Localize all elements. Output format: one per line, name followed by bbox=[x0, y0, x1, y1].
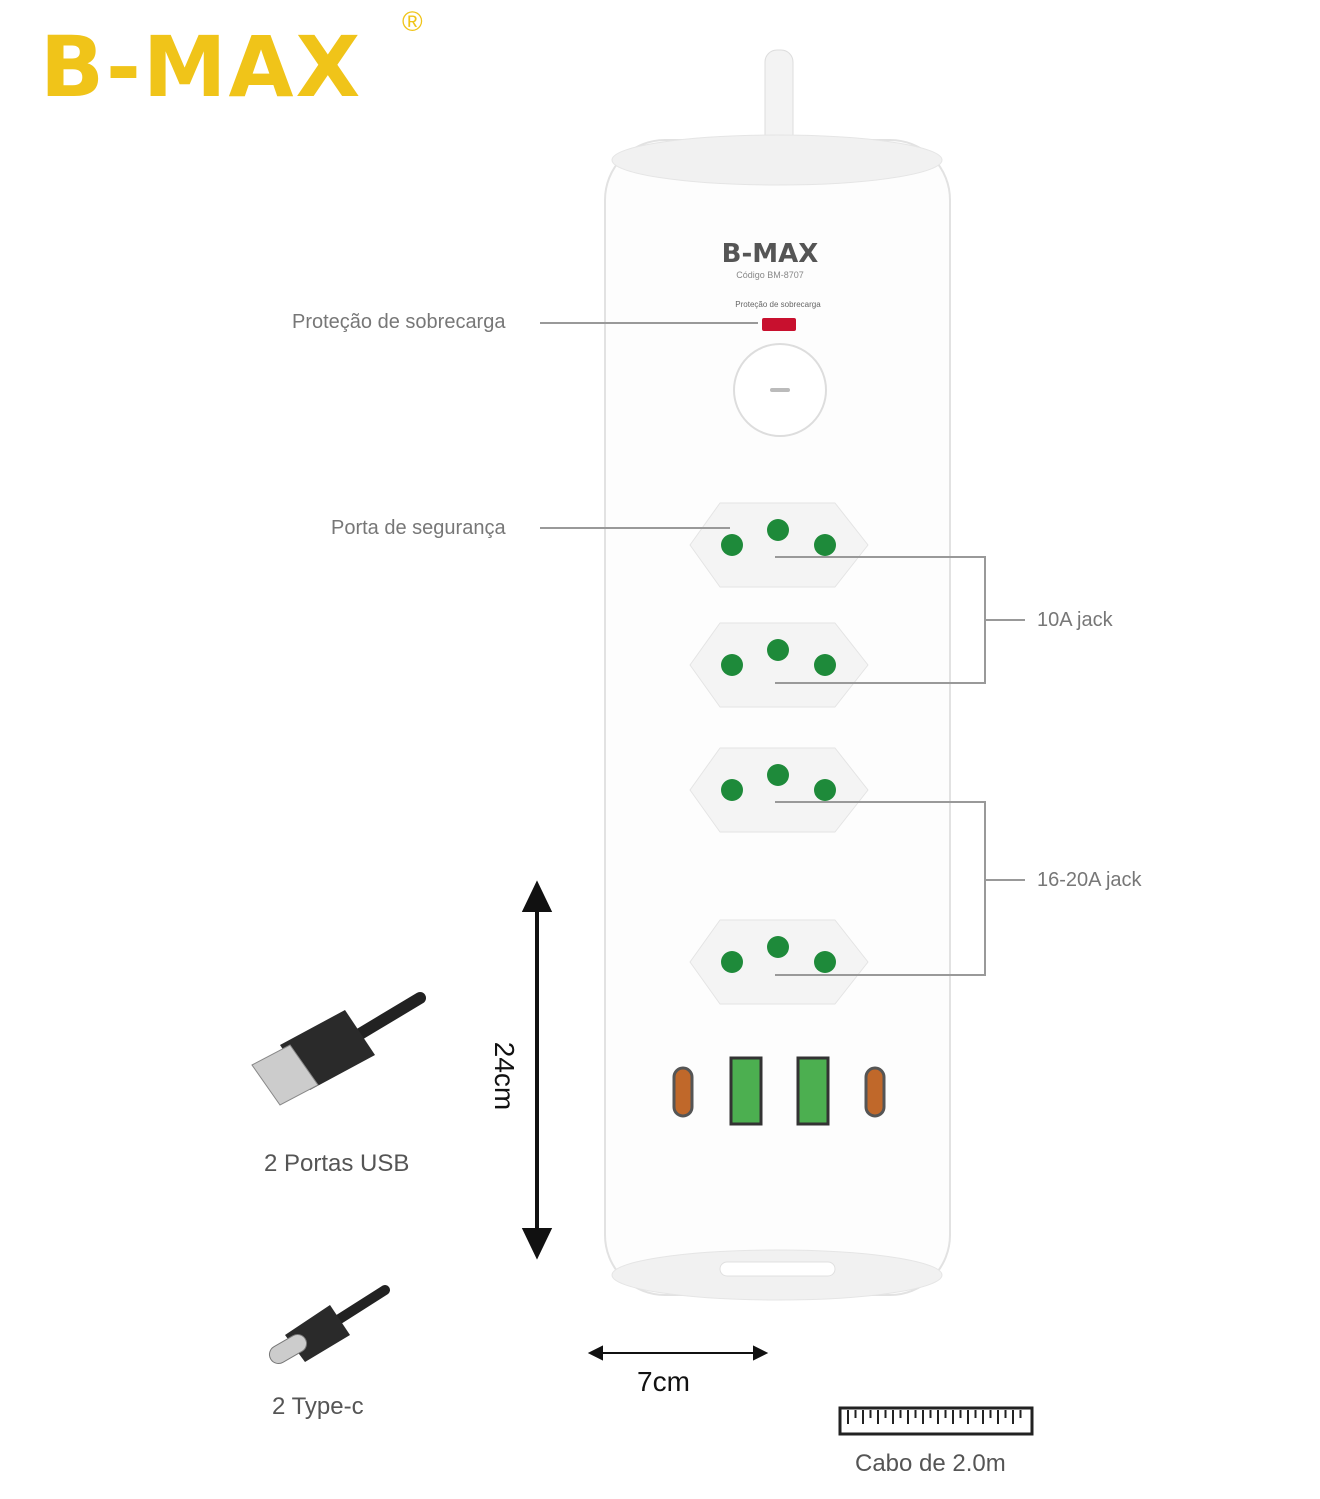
width-label: 7cm bbox=[637, 1366, 690, 1397]
socket-pin bbox=[814, 534, 836, 556]
type-c-cable-icon bbox=[268, 1285, 390, 1364]
usb-port bbox=[729, 1056, 763, 1126]
socket-pin bbox=[721, 779, 743, 801]
device-logo: B-MAX bbox=[722, 239, 819, 269]
switch-mark bbox=[770, 388, 790, 392]
socket-pin bbox=[767, 936, 789, 958]
usb-cable-icon bbox=[251, 992, 426, 1106]
socket-pin bbox=[814, 951, 836, 973]
brand-logo: B-MAX bbox=[40, 18, 363, 116]
socket bbox=[689, 622, 869, 708]
socket bbox=[689, 919, 869, 1005]
overload-callout: Proteção de sobrecarga bbox=[292, 311, 506, 333]
usb-port bbox=[796, 1056, 830, 1126]
jack-16-20a-callout: 16-20A jack bbox=[1037, 869, 1142, 891]
overload-indicator bbox=[762, 318, 796, 331]
socket-pin bbox=[721, 654, 743, 676]
safety-port-callout: Porta de segurança bbox=[331, 517, 506, 539]
socket-pin bbox=[767, 639, 789, 661]
hang-slot bbox=[719, 1261, 836, 1277]
height-arrow bbox=[521, 880, 553, 1260]
height-label: 24cm bbox=[489, 1041, 521, 1111]
model-code: Código BM-8707 bbox=[736, 270, 804, 280]
registered-mark: ® bbox=[402, 6, 423, 37]
ruler-icon bbox=[838, 1406, 1034, 1436]
socket-pin bbox=[814, 654, 836, 676]
type-c-port bbox=[672, 1066, 694, 1118]
socket-pin bbox=[767, 519, 789, 541]
usb-label: 2 Portas USB bbox=[264, 1150, 410, 1177]
callout-lines bbox=[540, 322, 1025, 976]
top-cap bbox=[611, 134, 943, 186]
socket-pin bbox=[721, 534, 743, 556]
socket-pin bbox=[814, 779, 836, 801]
type-c-port bbox=[864, 1066, 886, 1118]
width-arrow bbox=[587, 1345, 769, 1361]
jack-10a-callout: 10A jack bbox=[1037, 609, 1113, 631]
socket bbox=[689, 747, 869, 833]
type-c-label: 2 Type-c bbox=[272, 1393, 364, 1420]
strip-body bbox=[604, 139, 951, 1296]
socket bbox=[689, 502, 869, 588]
cable-label: Cabo de 2.0m bbox=[855, 1450, 1006, 1477]
device-overload-label: Proteção de sobrecarga bbox=[735, 300, 821, 309]
socket-pin bbox=[767, 764, 789, 786]
socket-pin bbox=[721, 951, 743, 973]
